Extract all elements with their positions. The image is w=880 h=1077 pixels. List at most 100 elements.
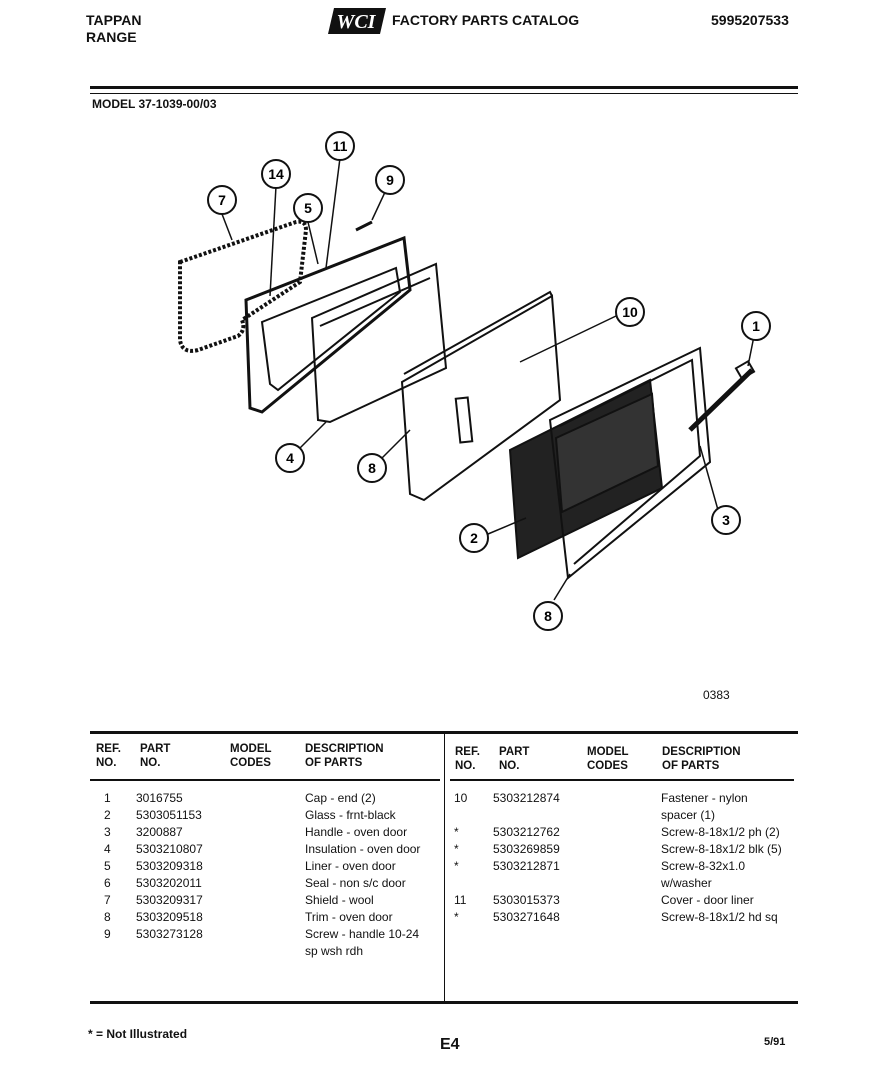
page-number: E4 xyxy=(440,1036,460,1053)
part-number-cell: 5303212871 xyxy=(493,859,560,873)
callout-5: 5 xyxy=(293,193,323,223)
table-row: * 5303271648 Screw-8-18x1/2 hd sq xyxy=(452,909,796,926)
exploded-parts-diagram: 7 14 5 11 9 10 1 3 2 4 8 8 xyxy=(178,131,771,631)
trim-part xyxy=(548,346,712,580)
ref-cell: 5 xyxy=(104,859,111,873)
table-row: 4 5303210807 Insulation - oven door xyxy=(96,841,442,858)
catalog-title: FACTORY PARTS CATALOG xyxy=(392,12,580,28)
wci-logo: WCI xyxy=(328,8,386,34)
callout-8: 8 xyxy=(533,601,563,631)
description-cell: Glass - frnt-black xyxy=(305,808,396,822)
part-number-cell: 5303015373 xyxy=(493,893,560,907)
description-cell: Handle - oven door xyxy=(305,825,408,839)
ref-cell: * xyxy=(454,859,459,873)
ref-cell: 10 xyxy=(454,791,468,805)
part-number-cell: 5303269859 xyxy=(493,842,560,856)
part-number-cell: 5303209317 xyxy=(136,893,203,907)
svg-text:7: 7 xyxy=(218,192,226,208)
description-cell: Screw-8-18x1/2 hd sq xyxy=(661,910,778,924)
header-ref-right: REF.NO. xyxy=(455,746,480,772)
header-rule xyxy=(90,86,798,89)
svg-text:14: 14 xyxy=(268,166,284,182)
ref-cell: 6 xyxy=(104,876,111,890)
table-top-rule xyxy=(90,731,798,734)
svg-text:5: 5 xyxy=(304,200,312,216)
table-row: 10 5303212874 Fastener - nylon xyxy=(452,790,796,807)
description-cell: spacer (1) xyxy=(661,808,716,822)
table-column-divider xyxy=(444,733,445,1003)
ref-cell: 3 xyxy=(104,825,111,839)
part-number-cell: 5303212762 xyxy=(493,825,560,839)
table-row: spacer (1) xyxy=(452,807,796,824)
ref-cell: 11 xyxy=(454,893,467,907)
svg-text:3: 3 xyxy=(722,512,730,528)
footer-note: * = Not Illustrated xyxy=(88,1027,188,1041)
description-cell: Screw-8-18x1/2 blk (5) xyxy=(661,842,782,856)
part-number-cell: 5303209318 xyxy=(136,859,203,873)
table-row: 9 5303273128 Screw - handle 10-24 xyxy=(96,926,442,943)
brand-name: TAPPAN xyxy=(86,12,142,28)
table-row: * 5303212762 Screw-8-18x1/2 ph (2) xyxy=(452,824,796,841)
svg-text:4: 4 xyxy=(286,450,294,466)
description-cell: Fastener - nylon xyxy=(661,791,748,805)
ref-cell: 9 xyxy=(104,927,111,941)
callout-3: 3 xyxy=(711,505,741,535)
callout-9: 9 xyxy=(375,165,405,195)
description-cell: Insulation - oven door xyxy=(305,842,421,856)
part-number-cell: 5303273128 xyxy=(136,927,203,941)
callout-7: 8 xyxy=(357,453,387,483)
ref-cell: 1 xyxy=(104,791,111,805)
parts-list-right: 10 5303212874 Fastener - nylon spacer (1) * 5… xyxy=(452,790,796,926)
liner-part xyxy=(244,235,412,414)
ref-cell: 4 xyxy=(104,842,111,856)
table-row: 7 5303209317 Shield - wool xyxy=(96,892,442,909)
part-number-cell: 5303271648 xyxy=(493,910,560,924)
table-row: w/washer xyxy=(452,875,796,892)
brand-block: TAPPAN RANGE xyxy=(86,12,141,46)
svg-text:9: 9 xyxy=(386,172,394,188)
header-rule-thin xyxy=(90,93,798,94)
header-ref-left: REF.NO. xyxy=(96,743,121,769)
description-cell: Trim - oven door xyxy=(305,910,393,924)
description-cell: Screw - handle 10-24 xyxy=(305,927,420,941)
description-cell: w/washer xyxy=(661,876,712,890)
description-cell: Shield - wool xyxy=(305,893,374,907)
part-number-cell: 5303210807 xyxy=(136,842,203,856)
ref-cell: 8 xyxy=(104,910,111,924)
svg-text:10: 10 xyxy=(622,304,638,320)
callout-11: 11 xyxy=(325,131,355,161)
table-header-rule-left xyxy=(90,779,440,781)
part-number-cell: 5303212874 xyxy=(493,791,560,805)
illustration-number: 0383 xyxy=(703,688,730,702)
callout-14: 14 xyxy=(261,159,291,189)
svg-text:8: 8 xyxy=(368,460,376,476)
callout-1: 1 xyxy=(741,311,771,341)
table-header-rule-right xyxy=(450,779,794,781)
insulation-part xyxy=(310,262,448,424)
part-number-cell: 3016755 xyxy=(136,791,183,805)
part-number-cell: 5303051153 xyxy=(136,808,202,822)
ref-cell: * xyxy=(454,825,459,839)
description-cell: Cap - end (2) xyxy=(305,791,376,805)
ref-cell: 7 xyxy=(104,893,111,907)
ref-cell: * xyxy=(454,910,459,924)
description-cell: Screw-8-18x1/2 ph (2) xyxy=(661,825,780,839)
seal-part xyxy=(178,219,309,353)
catalog-number: 5995207533 xyxy=(711,12,789,28)
model-number: MODEL 37-1039-00/03 xyxy=(92,97,217,111)
part-number-cell: 5303202011 xyxy=(136,876,202,890)
